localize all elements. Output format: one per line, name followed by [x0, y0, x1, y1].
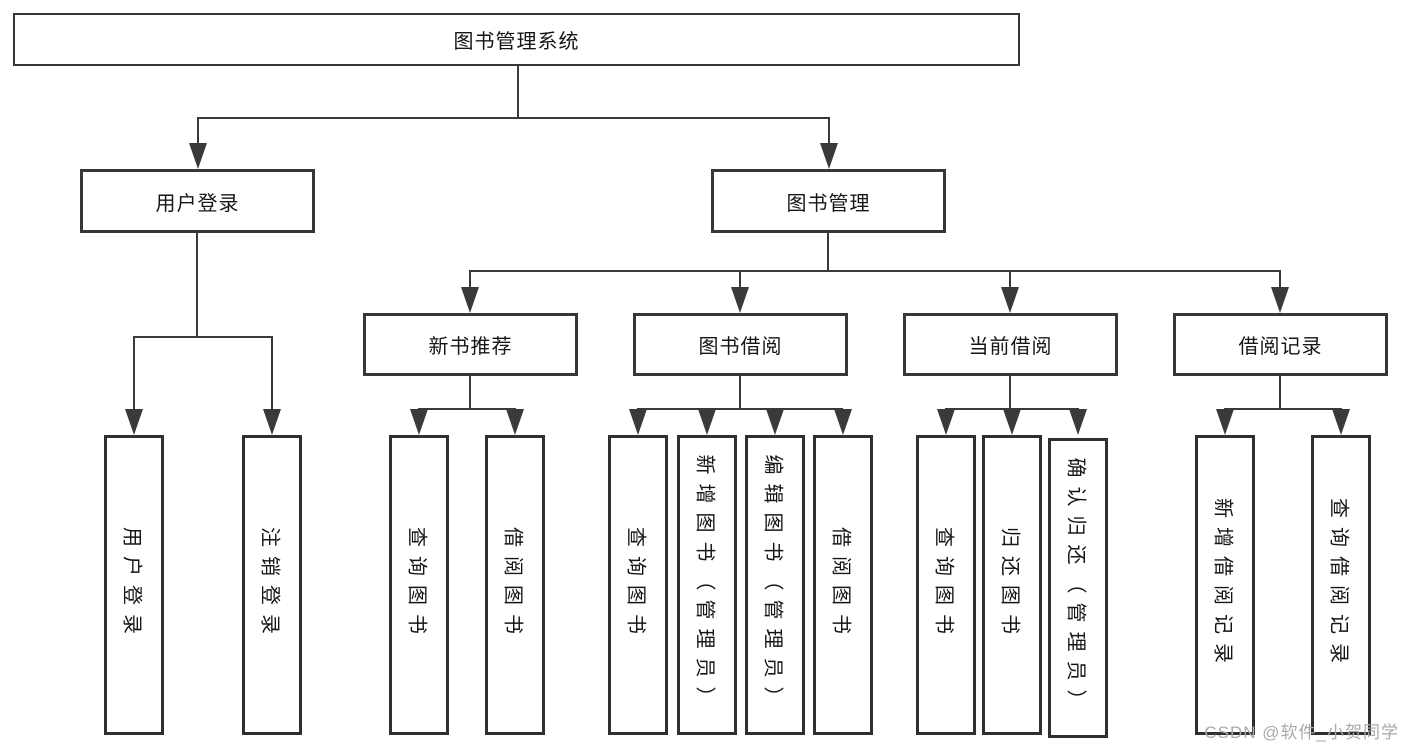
leaf-label: 编辑图书（管理员） [761, 454, 784, 716]
arrowhead-down-icon [834, 409, 852, 435]
connector-line [739, 376, 741, 409]
connector-line [1224, 408, 1342, 410]
connector-line [418, 408, 516, 410]
leaf-query-books-3: 查询图书 [916, 435, 976, 735]
arrowhead-down-icon [263, 409, 281, 435]
arrowhead-down-icon [410, 409, 428, 435]
leaf-label: 用户登录 [120, 527, 143, 643]
leaf-label: 新增借阅记录 [1211, 498, 1234, 672]
connector-line [133, 336, 273, 338]
arrowhead-down-icon [1069, 409, 1087, 435]
leaf-edit-book-admin: 编辑图书（管理员） [745, 435, 805, 735]
leaf-label: 借阅图书 [501, 527, 524, 643]
leaf-label: 查询图书 [405, 527, 428, 643]
leaf-label: 归还图书 [998, 527, 1021, 643]
leaf-confirm-return-admin: 确认归还（管理员） [1048, 438, 1108, 738]
node-new-book-recommend: 新书推荐 [363, 313, 578, 376]
arrowhead-down-icon [189, 143, 207, 169]
arrowhead-down-icon [1003, 409, 1021, 435]
leaf-label: 确认归还（管理员） [1064, 457, 1087, 719]
node-book-management: 图书管理 [711, 169, 946, 233]
node-label: 图书管理系统 [453, 31, 580, 53]
leaf-label: 注销登录 [258, 527, 281, 643]
connector-line [133, 336, 135, 412]
leaf-query-borrow-record: 查询借阅记录 [1311, 435, 1371, 735]
node-book-borrowing: 图书借阅 [633, 313, 848, 376]
arrowhead-down-icon [820, 143, 838, 169]
node-current-borrowing: 当前借阅 [903, 313, 1118, 376]
connector-line [469, 376, 471, 409]
connector-line [828, 117, 830, 147]
connector-line [1279, 270, 1281, 290]
node-label: 新书推荐 [428, 336, 513, 358]
leaf-query-books-2: 查询图书 [608, 435, 668, 735]
node-label: 用户登录 [155, 192, 240, 215]
leaf-query-books-1: 查询图书 [389, 435, 449, 735]
connector-line [469, 270, 1281, 272]
arrowhead-down-icon [629, 409, 647, 435]
connector-line [1279, 376, 1281, 409]
leaf-label: 查询图书 [932, 527, 955, 643]
arrowhead-down-icon [1271, 287, 1289, 313]
node-label: 图书借阅 [698, 336, 783, 358]
arrowhead-down-icon [698, 409, 716, 435]
node-borrow-records: 借阅记录 [1173, 313, 1388, 376]
connector-line [827, 233, 829, 271]
connector-line [196, 233, 198, 338]
leaf-borrow-books-2: 借阅图书 [813, 435, 873, 735]
arrowhead-down-icon [1001, 287, 1019, 313]
connector-line [271, 336, 273, 412]
node-library-system: 图书管理系统 [13, 13, 1020, 66]
arrowhead-down-icon [506, 409, 524, 435]
leaf-return-books: 归还图书 [982, 435, 1042, 735]
connector-line [739, 270, 741, 290]
leaf-logout-login: 注销登录 [242, 435, 302, 735]
leaf-label: 查询图书 [624, 527, 647, 643]
leaf-user-login: 用户登录 [104, 435, 164, 735]
node-label: 图书管理 [786, 192, 871, 215]
connector-line [197, 117, 199, 147]
connector-line [197, 117, 830, 119]
leaf-add-book-admin: 新增图书（管理员） [677, 435, 737, 735]
arrowhead-down-icon [731, 287, 749, 313]
leaf-label: 借阅图书 [829, 527, 852, 643]
arrowhead-down-icon [1216, 409, 1234, 435]
connector-line [1009, 376, 1011, 409]
connector-line [637, 408, 843, 410]
connector-line [1009, 270, 1011, 290]
arrowhead-down-icon [461, 287, 479, 313]
arrowhead-down-icon [125, 409, 143, 435]
node-label: 当前借阅 [968, 336, 1053, 358]
leaf-label: 查询借阅记录 [1327, 498, 1350, 672]
connector-line [517, 66, 519, 118]
connector-line [469, 270, 471, 290]
arrowhead-down-icon [766, 409, 784, 435]
arrowhead-down-icon [1332, 409, 1350, 435]
arrowhead-down-icon [937, 409, 955, 435]
leaf-borrow-books-1: 借阅图书 [485, 435, 545, 735]
leaf-label: 新增图书（管理员） [693, 454, 716, 716]
leaf-add-borrow-record: 新增借阅记录 [1195, 435, 1255, 735]
node-user-login: 用户登录 [80, 169, 315, 233]
watermark-text: CSDN @软件_小贺同学 [1204, 723, 1399, 742]
node-label: 借阅记录 [1238, 336, 1323, 358]
